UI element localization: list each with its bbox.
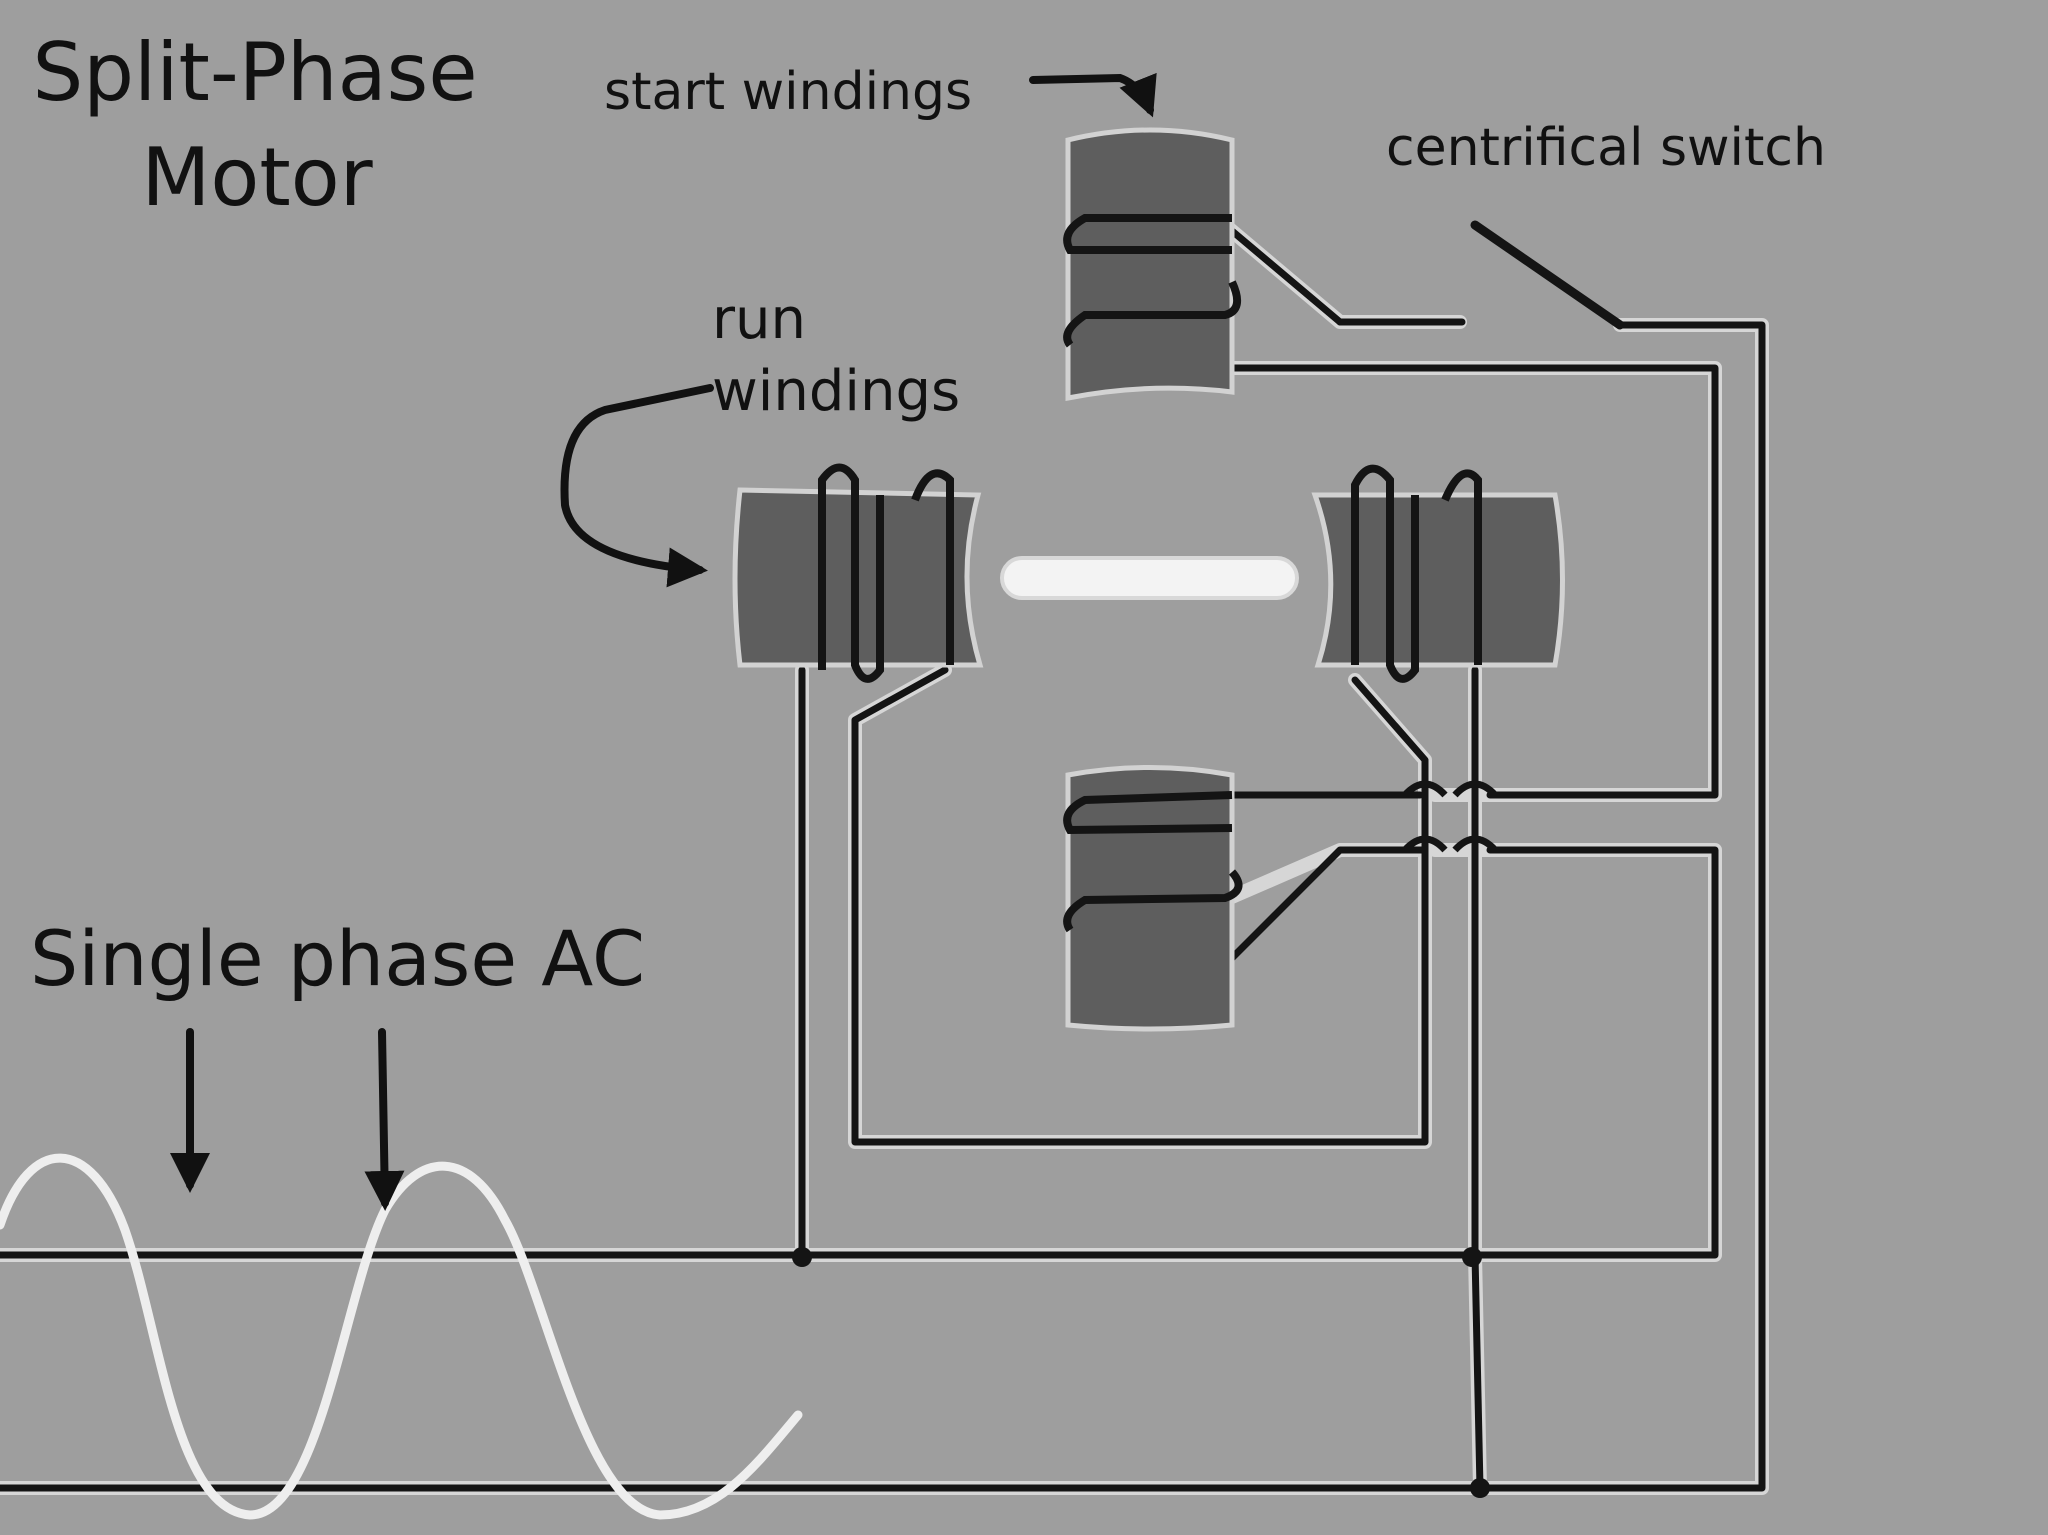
coil-icon bbox=[818, 463, 954, 683]
supply-line-1 bbox=[0, 846, 1719, 1259]
junction-dot bbox=[1470, 1478, 1490, 1498]
coil-icon bbox=[1063, 791, 1243, 933]
sine-wave-icon bbox=[0, 1153, 803, 1520]
single-phase-ac-label: Single phase AC bbox=[30, 914, 645, 1003]
junction-dots bbox=[792, 1247, 1490, 1498]
supply-line-2 bbox=[0, 321, 1766, 1492]
start-pole-top bbox=[1063, 127, 1242, 402]
rotor bbox=[1000, 556, 1299, 600]
run-windings-label-line-2: windings bbox=[712, 359, 960, 424]
junction-dot bbox=[792, 1247, 812, 1267]
centrifugal-switch bbox=[1336, 220, 1625, 330]
coil-icon bbox=[1063, 214, 1242, 348]
run-windings-label-line-1: run bbox=[712, 287, 806, 352]
crossover-bridges bbox=[1402, 780, 1498, 853]
junction-dot bbox=[1462, 1247, 1482, 1267]
coil-icon bbox=[1351, 464, 1482, 683]
switch-blade bbox=[1470, 220, 1625, 330]
arrow-icon bbox=[1029, 72, 1157, 118]
run-pole-right bbox=[1311, 464, 1565, 683]
start-windings-label: start windings bbox=[604, 62, 972, 122]
annotation-arrows bbox=[170, 72, 1157, 1211]
run-pole-left bbox=[732, 463, 984, 683]
title-line-1: Split-Phase bbox=[32, 26, 477, 119]
start-return bbox=[1221, 364, 1719, 799]
title-line-2: Motor bbox=[141, 131, 372, 224]
start-pole-bottom bbox=[1063, 765, 1243, 1032]
run-series-link bbox=[851, 666, 1429, 1146]
arrow-icon bbox=[364, 1028, 405, 1211]
centrifugal-switch-label: centrifical switch bbox=[1386, 118, 1826, 178]
start-lower-lead bbox=[1221, 846, 1429, 969]
arrow-icon bbox=[560, 384, 714, 588]
